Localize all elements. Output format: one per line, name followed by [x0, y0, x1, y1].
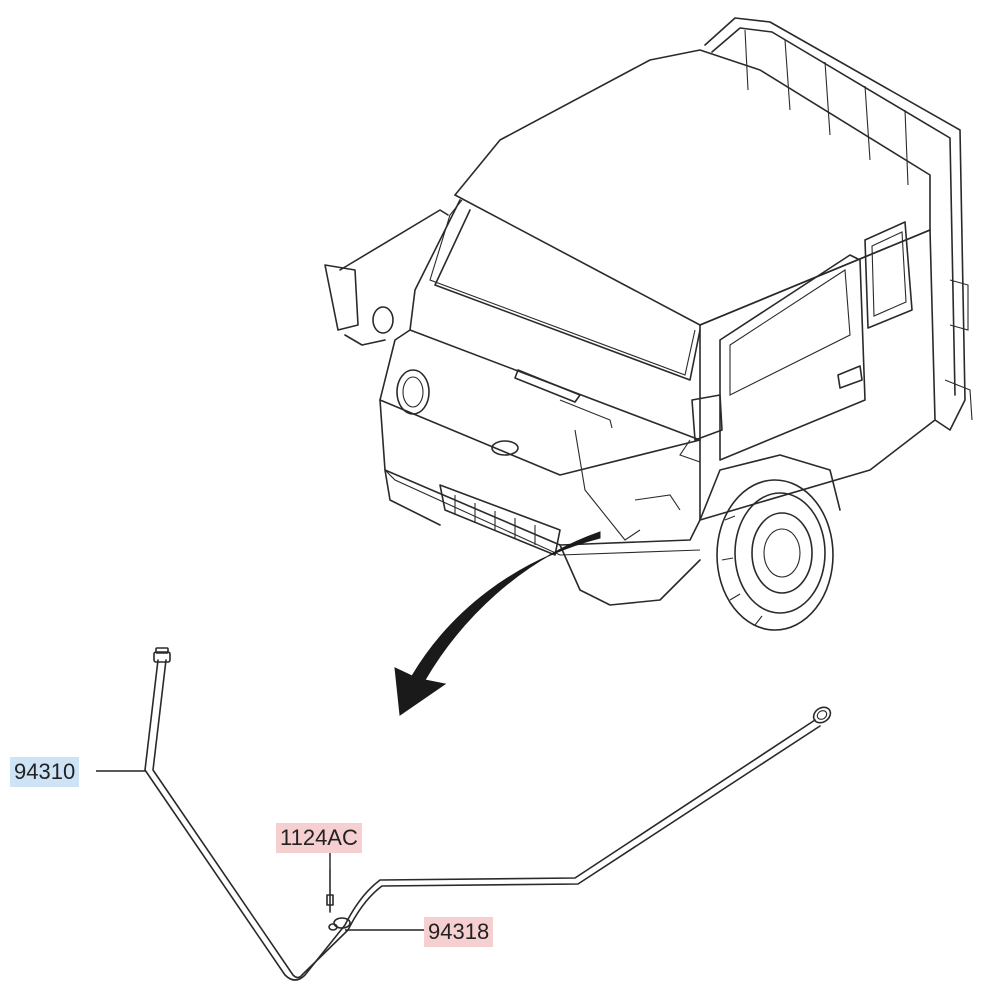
mirrors — [324, 209, 723, 463]
cab-body — [379, 49, 936, 606]
part-label-1124ac[interactable]: 1124AC — [276, 823, 362, 853]
cargo-rack — [704, 17, 973, 431]
direction-arrow — [394, 531, 601, 716]
front-wheel — [699, 454, 841, 631]
clip-94318 — [328, 917, 351, 931]
washer-hose-94310 — [144, 647, 832, 981]
truck-illustration — [324, 17, 973, 716]
screw-1124ac — [326, 869, 334, 913]
part-label-94318[interactable]: 94318 — [424, 917, 494, 947]
part-label-94310[interactable]: 94310 — [10, 757, 80, 787]
